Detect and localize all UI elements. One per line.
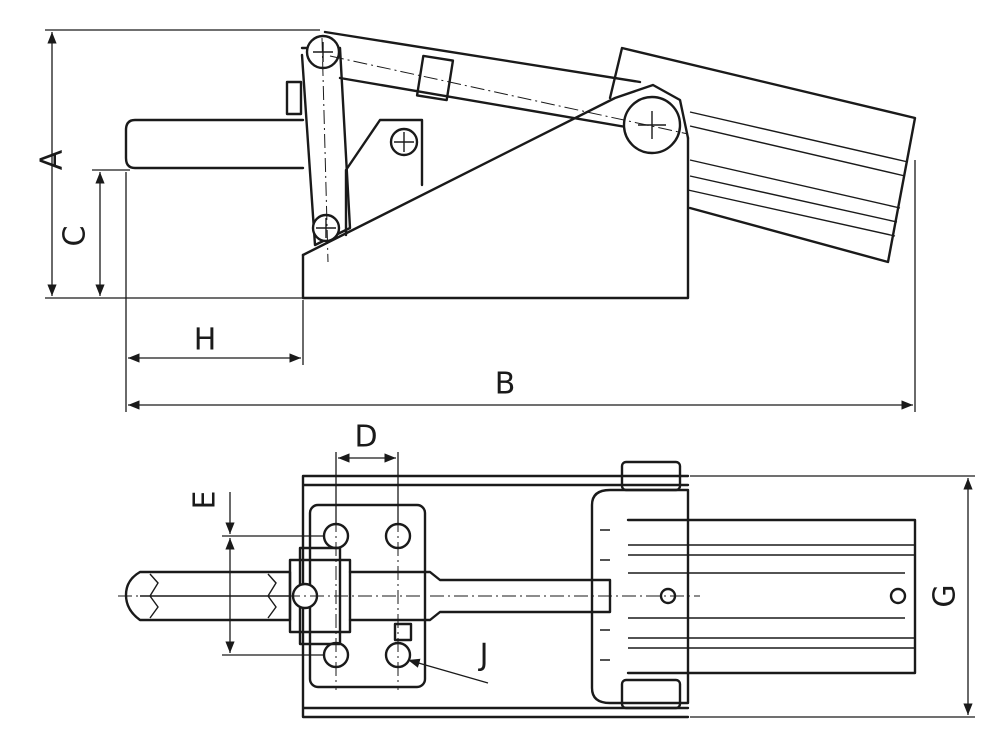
side-view (124, 30, 917, 300)
side-view-dimensions (45, 29, 916, 412)
label-a: A (35, 149, 70, 170)
label-c: C (58, 226, 93, 247)
side-handle (124, 118, 305, 170)
side-inner-body (344, 118, 424, 237)
label-d: D (354, 420, 377, 455)
top-cylinder-body (626, 518, 917, 675)
side-cylinder (608, 46, 917, 264)
label-e: E (188, 491, 223, 510)
top-pivot-lug-top (620, 460, 682, 492)
side-cylinder-ribs (687, 111, 909, 237)
label-b: B (495, 367, 516, 402)
side-triangular-body (301, 83, 690, 257)
side-stopper (285, 80, 303, 116)
top-view (118, 460, 917, 719)
top-small-block (393, 622, 413, 642)
top-cylinder-end-block (590, 488, 690, 705)
label-g: G (928, 584, 963, 607)
top-handle-grip (124, 570, 292, 622)
top-cylinder-ribs (628, 544, 915, 649)
top-base-frame (301, 474, 690, 719)
top-bolt-icon (889, 587, 907, 605)
label-h: H (194, 323, 217, 358)
side-piston-rod (323, 30, 642, 130)
top-pivot-lug-bottom (620, 678, 682, 710)
side-base-block (301, 136, 690, 300)
label-j: J (478, 638, 489, 673)
side-rod-nut (415, 54, 455, 102)
top-view-dimensions (222, 452, 975, 718)
